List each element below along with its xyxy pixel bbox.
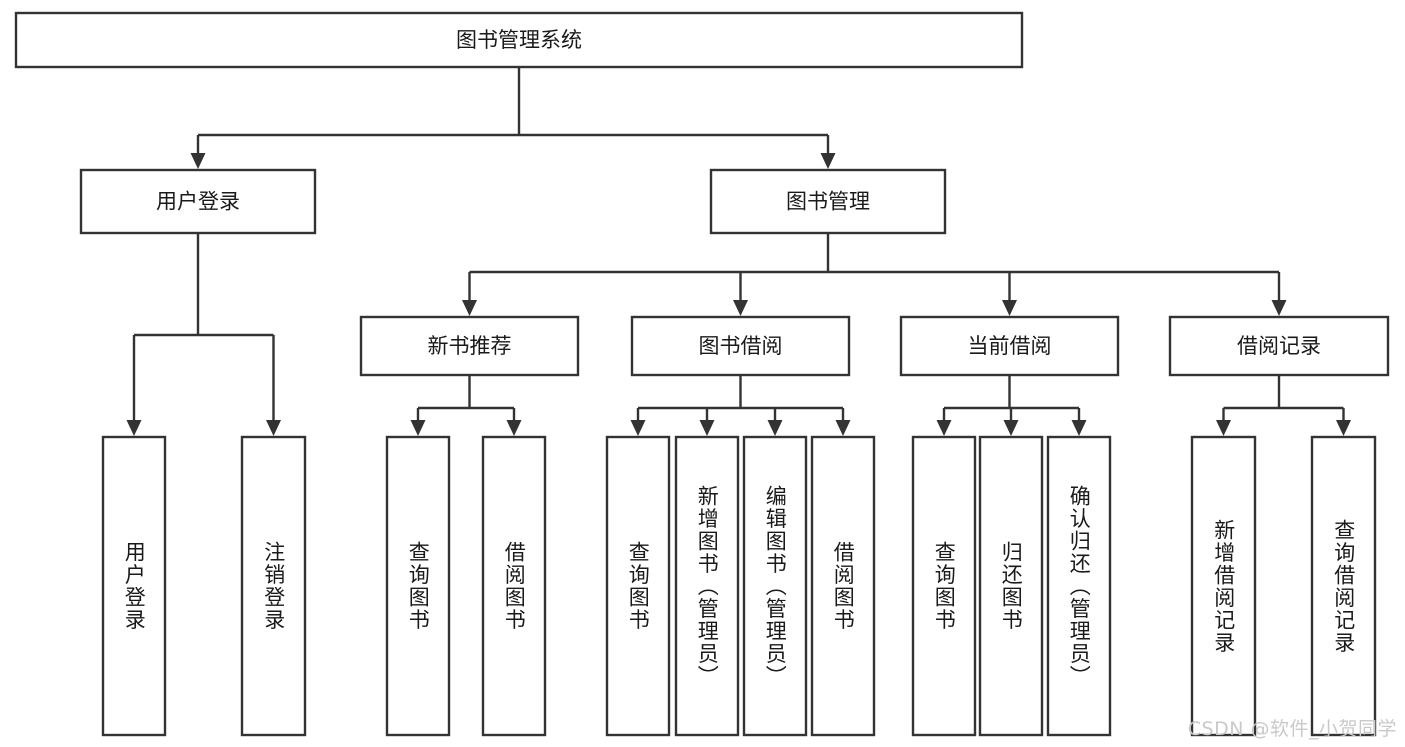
- node-rect: [978, 435, 1044, 737]
- arrow-head-icon: [410, 420, 426, 436]
- node-rect: [79, 168, 317, 235]
- level2-node-用户登录[interactable]: 用户登录: [79, 168, 317, 235]
- arrow-head-icon: [733, 300, 748, 316]
- node-rect: [899, 315, 1120, 377]
- node-label: 当前借阅: [968, 334, 1052, 358]
- arrow-head-icon: [1002, 300, 1017, 316]
- arrow-head-icon: [266, 420, 281, 436]
- node-label: 借阅记录: [1237, 334, 1321, 358]
- leaf-node-查询图书[interactable]: [911, 435, 977, 737]
- root-node-图书管理系统[interactable]: 图书管理系统: [14, 11, 1024, 69]
- node-rect: [1310, 435, 1377, 737]
- node-label: 用户登录: [156, 190, 240, 214]
- leaf-node-新增图书管理员[interactable]: [674, 435, 740, 737]
- node-rect: [359, 315, 580, 377]
- arrow-head-icon: [126, 420, 142, 436]
- node-label: 图书借阅: [699, 334, 783, 358]
- node-rect: [630, 315, 851, 377]
- node-label: 新书推荐: [428, 334, 512, 358]
- node-rect: [1046, 435, 1112, 737]
- level3-node-图书借阅[interactable]: 图书借阅: [630, 315, 851, 377]
- node-rect: [481, 435, 547, 737]
- leaf-node-借阅图书[interactable]: [810, 435, 876, 737]
- arrow-head-icon: [699, 420, 715, 436]
- node-rect: [1190, 435, 1257, 737]
- connectors-layer: [126, 67, 1351, 436]
- arrow-head-icon: [936, 420, 952, 436]
- arrow-head-icon: [820, 153, 836, 169]
- leaf-node-确认归还管理员[interactable]: [1046, 435, 1112, 737]
- node-rect: [101, 435, 167, 737]
- arrow-head-icon: [1216, 420, 1231, 436]
- arrow-head-icon: [1071, 420, 1087, 436]
- leaf-node-归还图书[interactable]: [978, 435, 1044, 737]
- node-rect: [709, 168, 947, 235]
- leaf-node-查询借阅记录[interactable]: [1310, 435, 1377, 737]
- node-rect: [742, 435, 808, 737]
- node-label: 图书管理: [786, 190, 870, 214]
- arrow-head-icon: [1271, 300, 1287, 316]
- leaf-node-编辑图书管理员[interactable]: [742, 435, 808, 737]
- node-rect: [14, 11, 1024, 69]
- level2-node-图书管理[interactable]: 图书管理: [709, 168, 947, 235]
- node-rect: [605, 435, 671, 737]
- level3-node-新书推荐[interactable]: 新书推荐: [359, 315, 580, 377]
- leaf-node-用户登录[interactable]: [101, 435, 167, 737]
- leaf-node-查询图书[interactable]: [605, 435, 671, 737]
- arrow-head-icon: [1336, 420, 1351, 436]
- node-rect: [1168, 315, 1390, 377]
- arrow-head-icon: [630, 420, 646, 436]
- leaf-node-注销登录[interactable]: [240, 435, 307, 737]
- arrow-head-icon: [1003, 420, 1019, 436]
- arrow-head-icon: [767, 420, 783, 436]
- csdn-watermark: CSDN @软件_小贺同学: [1187, 718, 1397, 740]
- node-rect: [385, 435, 451, 737]
- node-rect: [810, 435, 876, 737]
- leaf-node-新增借阅记录[interactable]: [1190, 435, 1257, 737]
- arrow-head-icon: [462, 300, 477, 316]
- leaf-node-借阅图书[interactable]: [481, 435, 547, 737]
- arrow-head-icon: [506, 420, 522, 436]
- node-rect: [911, 435, 977, 737]
- arrow-head-icon: [190, 153, 206, 169]
- node-rect: [674, 435, 740, 737]
- level3-node-借阅记录[interactable]: 借阅记录: [1168, 315, 1390, 377]
- level3-node-当前借阅[interactable]: 当前借阅: [899, 315, 1120, 377]
- arrow-head-icon: [835, 420, 851, 436]
- node-rect: [240, 435, 307, 737]
- leaf-node-查询图书[interactable]: [385, 435, 451, 737]
- node-label: 图书管理系统: [456, 28, 582, 52]
